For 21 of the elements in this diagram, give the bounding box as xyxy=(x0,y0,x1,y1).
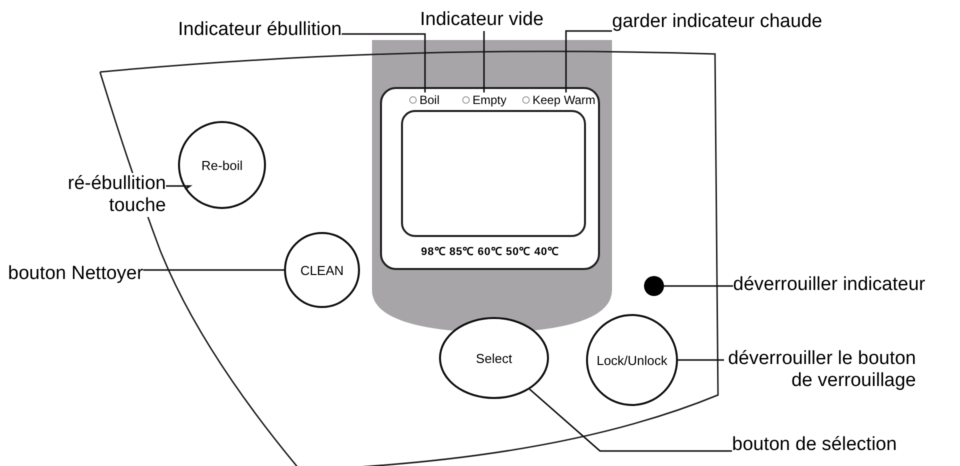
leader-line xyxy=(678,359,724,361)
leader-line xyxy=(565,30,612,92)
indicator-label: Boil xyxy=(420,92,440,106)
leader-line xyxy=(166,185,193,190)
leader-line xyxy=(664,285,733,287)
callout-label: bouton Nettoyer xyxy=(8,263,144,285)
temperature-scale: 98℃ 85℃ 60℃ 50℃ 40℃ xyxy=(421,244,559,258)
indicator-label: Empty xyxy=(472,92,507,106)
leader-line xyxy=(342,33,426,92)
leader-line xyxy=(483,31,485,92)
round-button: Lock/Unlock xyxy=(586,314,678,406)
round-button: Select xyxy=(439,317,549,399)
leader-line xyxy=(529,388,732,452)
display-screen xyxy=(400,110,586,236)
leader-line xyxy=(143,269,284,271)
round-button: Re-boil xyxy=(178,121,266,209)
indicator-label: Keep Warm xyxy=(532,92,596,106)
indicator-dot xyxy=(644,276,664,296)
round-button: CLEAN xyxy=(284,232,360,308)
display-frame xyxy=(380,87,600,270)
callout-label: garder indicateur chaude xyxy=(612,11,822,33)
